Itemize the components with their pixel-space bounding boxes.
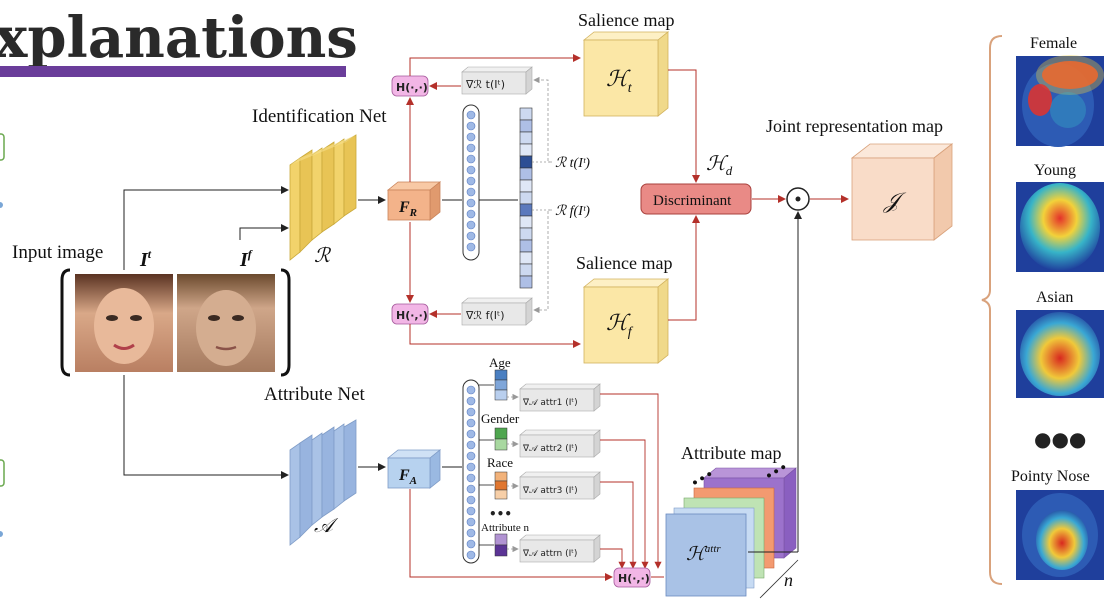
- grad-attrn-label: ∇𝒜 attrn (Iᵗ): [522, 549, 577, 559]
- heatmap-label-female: Female: [1030, 35, 1077, 52]
- hd-symbol: ℋd: [706, 153, 733, 178]
- attr-race-label: Race: [487, 455, 513, 470]
- rf-label: ℛ f(Iᵗ): [555, 204, 590, 219]
- title-underline: [0, 66, 346, 77]
- right-ellipsis: ●●●: [1034, 427, 1086, 451]
- left-bracket: [60, 268, 71, 377]
- grad-attr2-box: [507, 429, 601, 458]
- grad-attr1-box: [507, 383, 601, 412]
- attr-n-label: Attribute n: [481, 522, 529, 534]
- ht-symbol: ℋt: [606, 66, 633, 96]
- arrow-input-to-attr: [123, 375, 289, 479]
- face-image-target: [75, 274, 173, 372]
- attr-neuron-column: [462, 379, 480, 564]
- edge-dot: [0, 202, 3, 208]
- heatmap-female: [1016, 55, 1104, 147]
- attr-dots: •••: [489, 507, 512, 521]
- salience-map-top: [582, 31, 670, 117]
- h-op-bottom: H(·,·): [391, 303, 429, 325]
- salience-bottom-to-disc: [668, 215, 700, 321]
- grad-attr1-label: ∇𝒜 attr1 (Iᵗ): [522, 398, 578, 408]
- attribute-map-label: Attribute map: [681, 443, 781, 463]
- discriminant-label: Discriminant: [653, 193, 732, 209]
- fa-symbol: FA: [398, 467, 417, 487]
- attribute-map-stack: ••• •••: [665, 459, 799, 599]
- h-bottom-to-salience: [409, 324, 581, 348]
- fa-to-h-attr: [409, 489, 613, 581]
- rt-label: ℛ t(Iᵗ): [555, 156, 590, 171]
- hf-symbol: ℋf: [606, 310, 634, 340]
- attrn-to-h: [600, 548, 626, 569]
- svg-text:H(·,·): H(·,·): [396, 81, 428, 94]
- heatmap-asian: [1016, 310, 1104, 398]
- svg-text:H(·,·): H(·,·): [396, 309, 428, 322]
- grad-attr2-label: ∇𝒜 attr2 (Iᵗ): [522, 444, 578, 454]
- h-op-top: H(·,·): [391, 75, 429, 97]
- hattr-symbol: ℋattr: [686, 543, 721, 565]
- slide-title: xplanations: [0, 5, 358, 71]
- edge-dot: [0, 531, 3, 537]
- attr-race-head: [479, 471, 508, 500]
- r-symbol: ℛ: [314, 245, 332, 267]
- grad-rt-box: [461, 66, 533, 95]
- grad-attrn-box: [507, 534, 601, 563]
- attr2-to-h: [600, 439, 649, 569]
- fr-feature-box: [386, 181, 442, 221]
- right-brace: [981, 35, 1003, 585]
- right-bracket: [280, 268, 291, 377]
- joint-map-label: Joint representation map: [766, 116, 943, 136]
- heatmap-label-pointy-nose: Pointy Nose: [1011, 468, 1090, 485]
- identification-net: [289, 134, 357, 261]
- fr-symbol: FR: [398, 199, 417, 219]
- face-image-false: [177, 274, 275, 372]
- arrow-input2-to-ident: [239, 224, 289, 240]
- heatmap-young: [1016, 182, 1104, 272]
- heatmap-label-asian: Asian: [1036, 289, 1073, 306]
- grad-rf-feedback: [533, 209, 552, 314]
- h-top-to-salience: [409, 54, 581, 76]
- salience-top-to-disc: [668, 69, 700, 183]
- attr1-to-h: [600, 393, 662, 569]
- grad-rt-feedback: [533, 76, 552, 163]
- ident-neuron-column: [462, 104, 480, 261]
- fa-feature-box: [386, 449, 442, 489]
- joint-map-cube: [850, 143, 954, 241]
- grad-attr3-box: [507, 471, 601, 500]
- input-image-label: Input image: [12, 242, 103, 263]
- attribute-net: [289, 419, 357, 546]
- discriminant-box: [640, 183, 752, 215]
- attr3-to-h: [600, 481, 637, 569]
- svg-text:H(·,·): H(·,·): [618, 572, 650, 585]
- identification-net-label: Identification Net: [252, 106, 387, 127]
- attr-gender-label: Gender: [481, 411, 520, 426]
- it-symbol: It: [139, 247, 152, 271]
- grad-rf-box: [461, 297, 533, 326]
- salience-map-bottom: [582, 278, 670, 364]
- attr-age-label: Age: [489, 355, 511, 370]
- ident-output-vector: [519, 107, 533, 289]
- attr-age-head: [479, 369, 508, 401]
- attr-gender-head: [479, 427, 508, 451]
- a-symbol: 𝒜: [314, 515, 339, 537]
- h-op-attr: H(·,·): [613, 567, 651, 588]
- edge-fragment: [0, 459, 5, 487]
- arrow-input-to-ident: [123, 186, 289, 270]
- attr-n-head: [479, 533, 508, 557]
- n-label: n: [784, 570, 793, 590]
- edge-fragment: [0, 133, 5, 161]
- attribute-net-label: Attribute Net: [264, 384, 366, 405]
- heatmap-pointy-nose: [1016, 490, 1104, 580]
- if-symbol: If: [239, 247, 253, 271]
- salience-bottom-label: Salience map: [576, 253, 672, 273]
- salience-top-label: Salience map: [578, 10, 674, 30]
- heatmap-label-young: Young: [1034, 162, 1076, 179]
- grad-rt-label: ∇ℛ t(Iᵗ): [465, 78, 505, 91]
- grad-rf-label: ∇ℛ f(Iᵗ): [465, 309, 505, 322]
- grad-attr3-label: ∇𝒜 attr3 (Iᵗ): [522, 486, 578, 496]
